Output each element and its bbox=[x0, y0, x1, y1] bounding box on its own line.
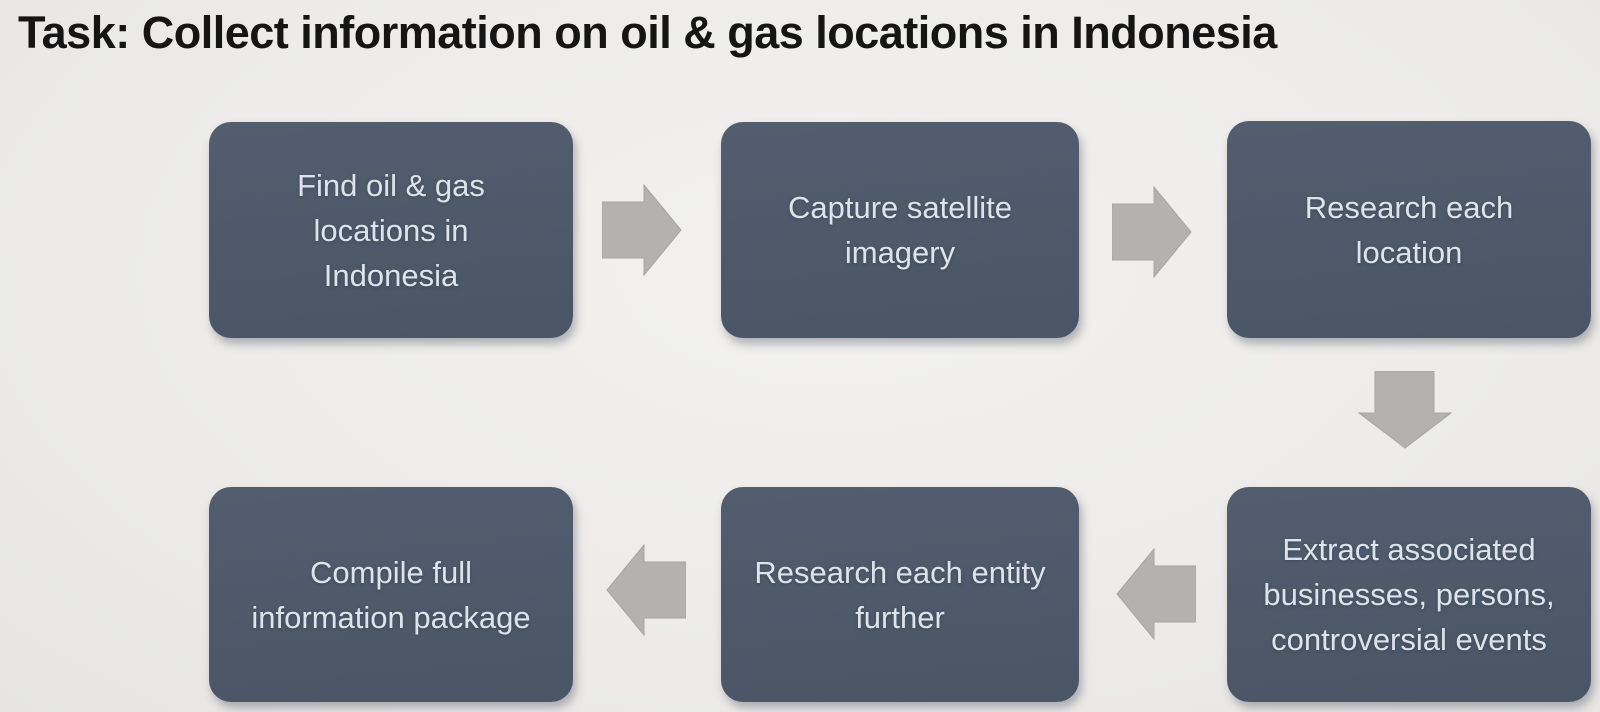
flow-step-label: Research each entity further bbox=[754, 554, 1046, 635]
flow-step-label: Compile full information package bbox=[251, 554, 531, 635]
arrow-down-icon bbox=[1358, 371, 1452, 449]
flow-step-label: Extract associated businesses, persons, … bbox=[1263, 532, 1555, 657]
flow-step-compile-full-information-package: Compile full information package bbox=[209, 487, 573, 702]
arrow-left-icon bbox=[606, 544, 686, 636]
slide-title: Task: Collect information on oil & gas l… bbox=[18, 7, 1277, 58]
flow-step-research-each-entity-further: Research each entity further bbox=[721, 487, 1079, 702]
arrow-left-icon bbox=[1116, 548, 1196, 640]
flow-step-extract-associated-entities: Extract associated businesses, persons, … bbox=[1227, 487, 1591, 702]
flow-step-capture-satellite-imagery: Capture satellite imagery bbox=[721, 122, 1079, 338]
flow-step-label: Capture satellite imagery bbox=[787, 190, 1012, 270]
flow-step-find-oil-gas-locations: Find oil & gas locations in Indonesia bbox=[209, 122, 573, 338]
arrow-right-icon bbox=[602, 184, 682, 276]
flow-step-label: Find oil & gas locations in Indonesia bbox=[297, 167, 485, 293]
arrow-right-icon bbox=[1112, 186, 1192, 278]
flow-step-research-each-location: Research each location bbox=[1227, 121, 1591, 338]
flow-step-label: Research each location bbox=[1304, 189, 1514, 270]
